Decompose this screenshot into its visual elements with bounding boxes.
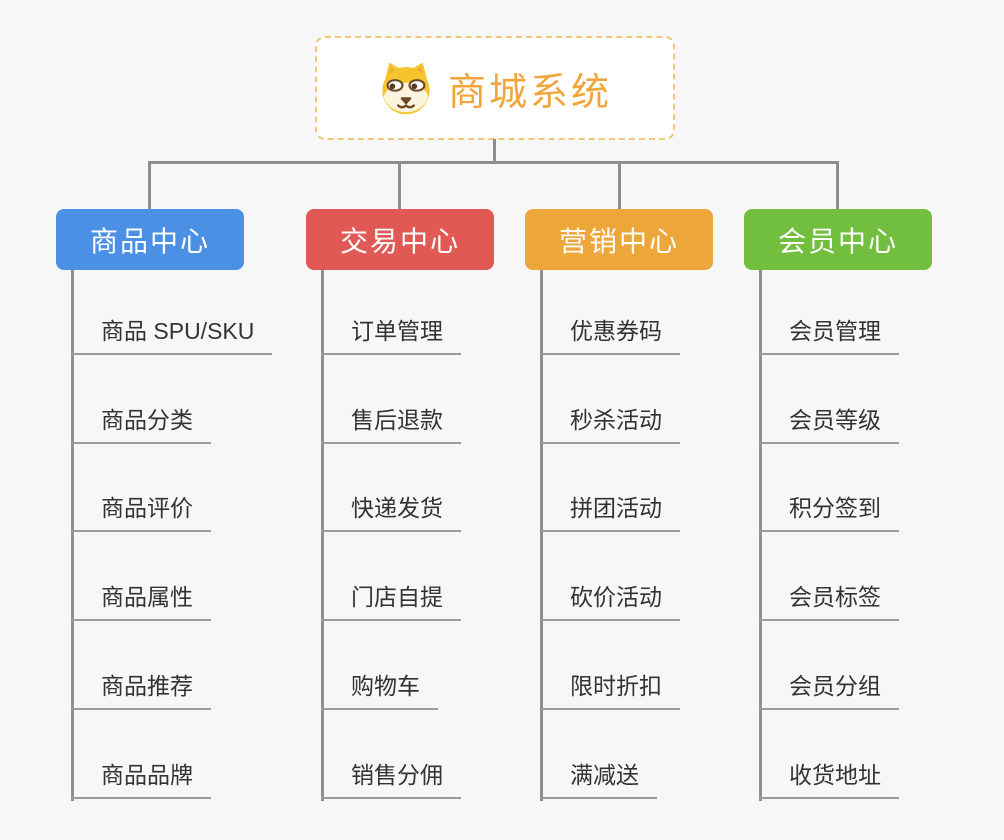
leaf-node[interactable]: 售后退款: [321, 404, 461, 444]
branch-node-product-center[interactable]: 商品中心: [56, 209, 244, 270]
branch-node-trade-center[interactable]: 交易中心: [306, 209, 494, 270]
leaf-node[interactable]: 拼团活动: [540, 492, 680, 532]
root-node[interactable]: 商城系统: [315, 36, 675, 140]
connector-drop-2: [398, 163, 401, 209]
leaf-node[interactable]: 销售分佣: [321, 759, 461, 799]
branch-trunk-3: [540, 270, 543, 801]
leaf-node[interactable]: 会员管理: [759, 315, 899, 355]
connector-drop-3: [618, 163, 621, 209]
leaf-node[interactable]: 商品分类: [71, 404, 211, 444]
leaf-node[interactable]: 商品评价: [71, 492, 211, 532]
branch-node-marketing-center[interactable]: 营销中心: [525, 209, 713, 270]
dog-face-icon: [378, 60, 434, 116]
leaf-node[interactable]: 购物车: [321, 670, 438, 710]
leaf-node[interactable]: 商品品牌: [71, 759, 211, 799]
leaf-node[interactable]: 砍价活动: [540, 581, 680, 621]
leaf-node[interactable]: 会员分组: [759, 670, 899, 710]
leaf-node[interactable]: 收货地址: [759, 759, 899, 799]
leaf-node[interactable]: 会员标签: [759, 581, 899, 621]
leaf-node[interactable]: 限时折扣: [540, 670, 680, 710]
leaf-node[interactable]: 商品 SPU/SKU: [71, 315, 273, 355]
connector-root-drop: [493, 139, 496, 163]
branch-node-member-center[interactable]: 会员中心: [744, 209, 932, 270]
leaf-node[interactable]: 门店自提: [321, 581, 461, 621]
leaf-node[interactable]: 商品推荐: [71, 670, 211, 710]
branch-trunk-4: [759, 270, 762, 801]
branch-trunk-1: [71, 270, 74, 801]
leaf-node[interactable]: 会员等级: [759, 404, 899, 444]
connector-drop-1: [148, 163, 151, 209]
leaf-node[interactable]: 订单管理: [321, 315, 461, 355]
leaf-node[interactable]: 秒杀活动: [540, 404, 680, 444]
leaf-node[interactable]: 满减送: [540, 759, 657, 799]
root-title: 商城系统: [447, 71, 612, 114]
leaf-node[interactable]: 优惠券码: [540, 315, 680, 355]
leaf-node[interactable]: 商品属性: [71, 581, 211, 621]
leaf-node[interactable]: 快递发货: [321, 492, 461, 532]
leaf-node[interactable]: 积分签到: [759, 492, 899, 532]
branch-trunk-2: [321, 270, 324, 801]
connector-drop-4: [836, 163, 839, 209]
connector-horizontal-bar: [148, 161, 839, 164]
